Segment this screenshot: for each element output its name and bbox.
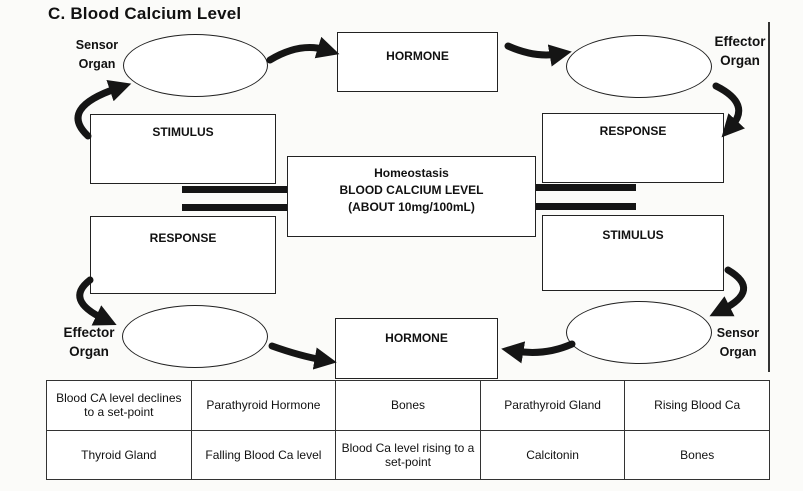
set-point-label: (ABOUT 10mg/100mL): [348, 200, 475, 214]
page-title: C. Blood Calcium Level: [48, 4, 242, 23]
blood-calcium-level-label: BLOOD CALCIUM LEVEL: [339, 183, 484, 197]
curved-arrow-icon: [268, 342, 337, 370]
table-cell: Calcitonin: [479, 429, 626, 480]
response-box-top[interactable]: RESPONSE: [542, 113, 724, 183]
curved-arrow-icon: [266, 36, 340, 64]
table-cell: Blood CA level declines to a set-point: [46, 380, 192, 431]
stimulus-box-top[interactable]: STIMULUS: [90, 114, 276, 184]
table-cell: Bones: [624, 429, 770, 480]
hormone-box-bottom[interactable]: HORMONE: [335, 318, 498, 379]
curved-arrow-icon: [501, 340, 576, 364]
response-box-bottom[interactable]: RESPONSE: [90, 216, 276, 294]
hormone-label: HORMONE: [385, 331, 448, 345]
curved-arrow-icon: [712, 82, 745, 138]
table-row: Thyroid Gland Falling Blood Ca level Blo…: [46, 429, 770, 480]
table-row: Blood CA level declines to a set-point P…: [46, 380, 770, 431]
curved-arrow-icon: [74, 80, 132, 140]
stimulus-label: STIMULUS: [152, 125, 214, 139]
sensor-organ-oval-bottom[interactable]: [566, 301, 712, 364]
curved-arrow-icon: [709, 266, 748, 317]
table-cell: Rising Blood Ca: [624, 380, 770, 431]
frame-border: [768, 22, 770, 372]
stimulus-box-bottom[interactable]: STIMULUS: [542, 215, 724, 291]
homeostasis-box: Homeostasis BLOOD CALCIUM LEVEL (ABOUT 1…: [287, 156, 536, 237]
effector-organ-oval-top[interactable]: [566, 35, 712, 98]
homeostasis-label: Homeostasis: [374, 166, 449, 180]
hormone-label: HORMONE: [386, 49, 449, 63]
table-cell: Falling Blood Ca level: [190, 429, 337, 480]
hormone-box-top[interactable]: HORMONE: [337, 32, 498, 92]
double-bar-connector: [536, 203, 636, 210]
response-label: RESPONSE: [599, 124, 667, 138]
table-cell: Parathyroid Gland: [479, 380, 626, 431]
double-bar-connector: [182, 186, 287, 193]
answer-bank-table: Blood CA level declines to a set-point P…: [46, 380, 770, 480]
sensor-organ-oval-top[interactable]: [123, 34, 268, 97]
double-bar-connector: [182, 204, 287, 211]
table-cell: Thyroid Gland: [46, 429, 192, 480]
double-bar-connector: [536, 184, 636, 191]
table-cell: Blood Ca level rising to a set-point: [335, 429, 481, 480]
stimulus-label: STIMULUS: [602, 228, 664, 242]
response-label: RESPONSE: [149, 231, 217, 245]
table-cell: Bones: [335, 380, 481, 431]
curved-arrow-icon: [76, 276, 117, 326]
effector-organ-oval-bottom[interactable]: [122, 305, 268, 368]
table-cell: Parathyroid Hormone: [190, 380, 337, 431]
curved-arrow-icon: [504, 42, 572, 67]
